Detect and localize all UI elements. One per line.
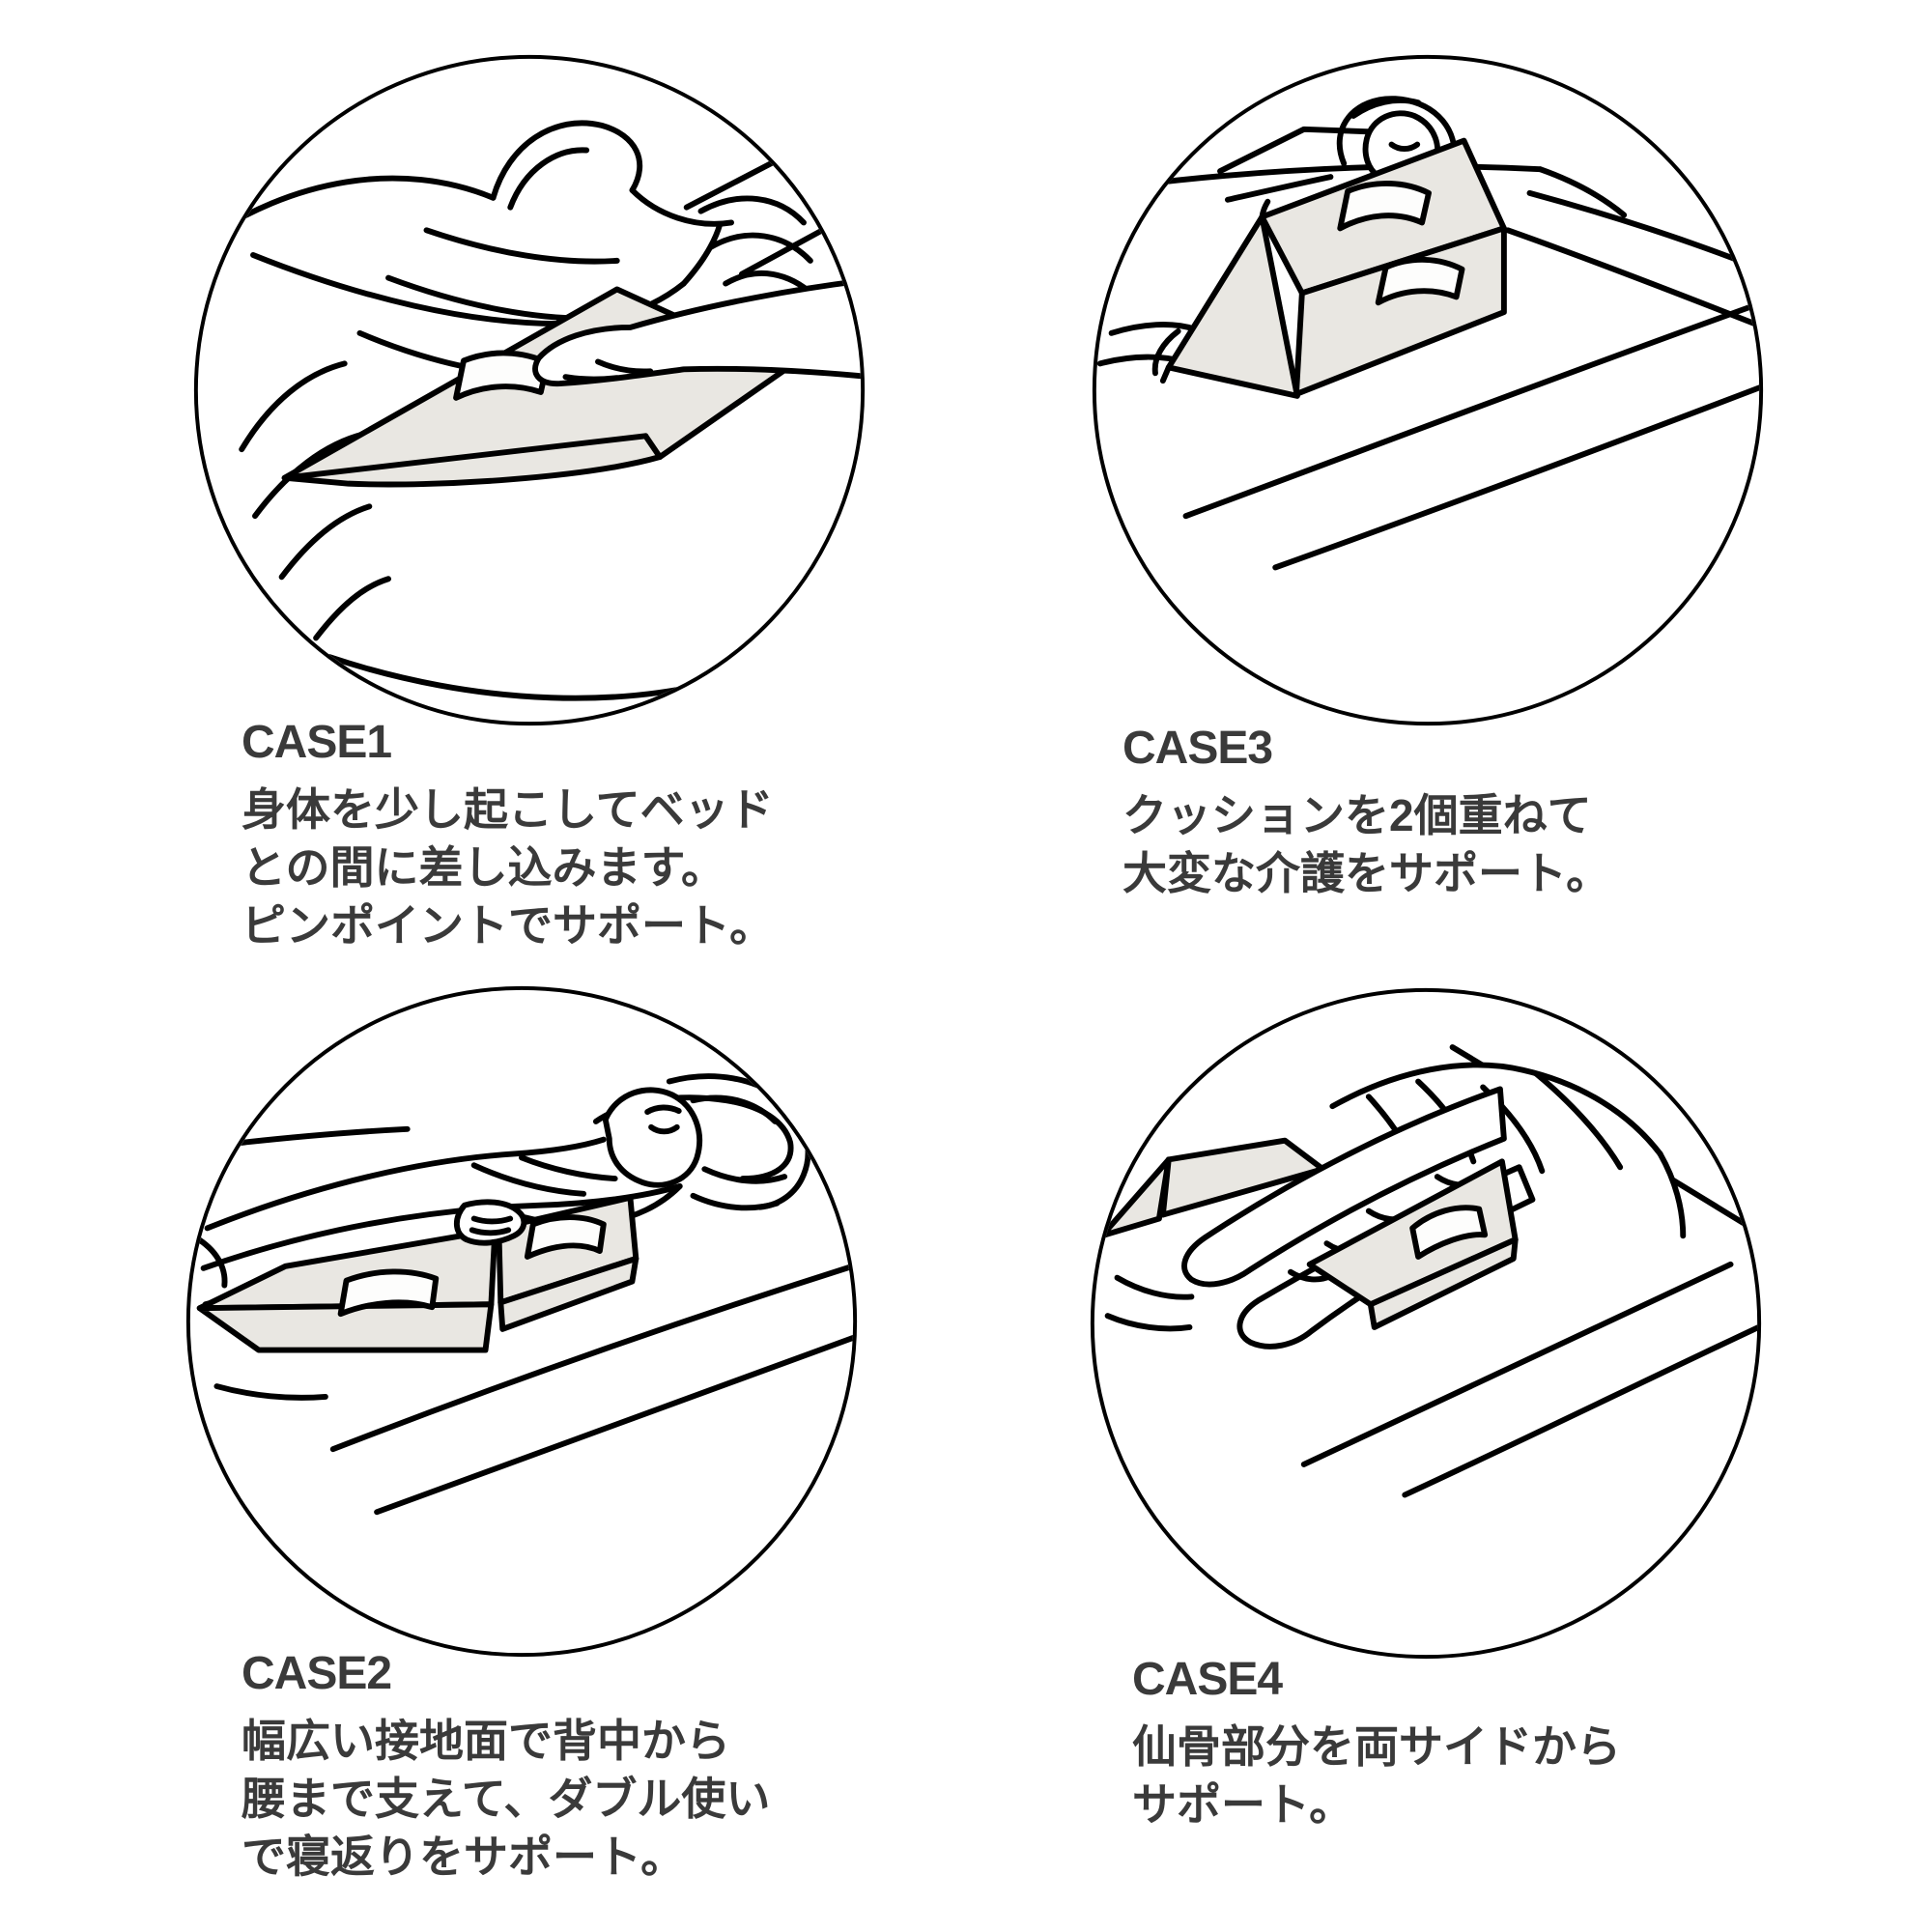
case3-cushion-handle-top	[1337, 181, 1432, 232]
case3-title: CASE3	[1122, 723, 1273, 774]
case2-illustration	[185, 985, 858, 1658]
case2-cushion-handle-right	[524, 1214, 607, 1260]
case2-caption: CASE2 幅広い接地面で背中から 腰まで支えて、ダブル使い で寝返りをサポート…	[242, 1648, 770, 1886]
case4-wedge-cushion-right	[1306, 1158, 1519, 1330]
case1-line: ピンポイントでサポート。	[242, 899, 775, 951]
case1-illustration	[193, 54, 866, 726]
case4-line: サポート。	[1132, 1778, 1354, 1830]
case4-cushion-handle	[1409, 1205, 1489, 1260]
case1-line: との間に差し込みます。	[242, 841, 725, 893]
case4-line: 仙骨部分を両サイドから	[1132, 1720, 1621, 1772]
case4-person-torso	[1329, 1062, 1687, 1239]
case2-line: で寝返りをサポート。	[242, 1831, 686, 1882]
case3-circle-frame	[1092, 54, 1764, 726]
case3-cushion-handle-bottom	[1375, 256, 1465, 306]
case3-line: クッションを2個重ねて	[1122, 789, 1592, 840]
case2-line: 幅広い接地面で背中から	[242, 1715, 730, 1766]
case2-circle-frame	[185, 985, 858, 1658]
case1-line: 身体を少し起こしてベッド	[242, 783, 774, 835]
case1-caregiver-hand	[532, 274, 862, 387]
case1-caption: CASE1 身体を少し起こしてベッド との間に差し込みます。 ピンポイントでサポ…	[242, 717, 774, 954]
case2-title: CASE2	[242, 1648, 392, 1699]
case4-illustration	[1090, 987, 1762, 1660]
case4-caption: CASE4 仙骨部分を両サイドから サポート。	[1132, 1654, 1621, 1833]
case2-person-hand	[453, 1199, 527, 1246]
case2-wedge-cushions	[196, 1194, 639, 1353]
case4-circle-frame	[1090, 987, 1762, 1660]
case3-illustration	[1092, 54, 1764, 726]
case1-circle-frame	[193, 54, 866, 726]
case3-stacked-wedge-cushions	[1159, 137, 1507, 399]
case4-wedge-cushion-left	[1098, 1137, 1326, 1239]
case2-line: 腰まで支えて、ダブル使い	[242, 1773, 771, 1824]
case1-title: CASE1	[242, 717, 392, 768]
case3-caption: CASE3 クッションを2個重ねて 大変な介護をサポート。	[1122, 723, 1610, 902]
case2-cushion-handle-left	[337, 1268, 440, 1318]
case3-line: 大変な介護をサポート。	[1122, 847, 1611, 898]
case4-title: CASE4	[1132, 1654, 1283, 1705]
